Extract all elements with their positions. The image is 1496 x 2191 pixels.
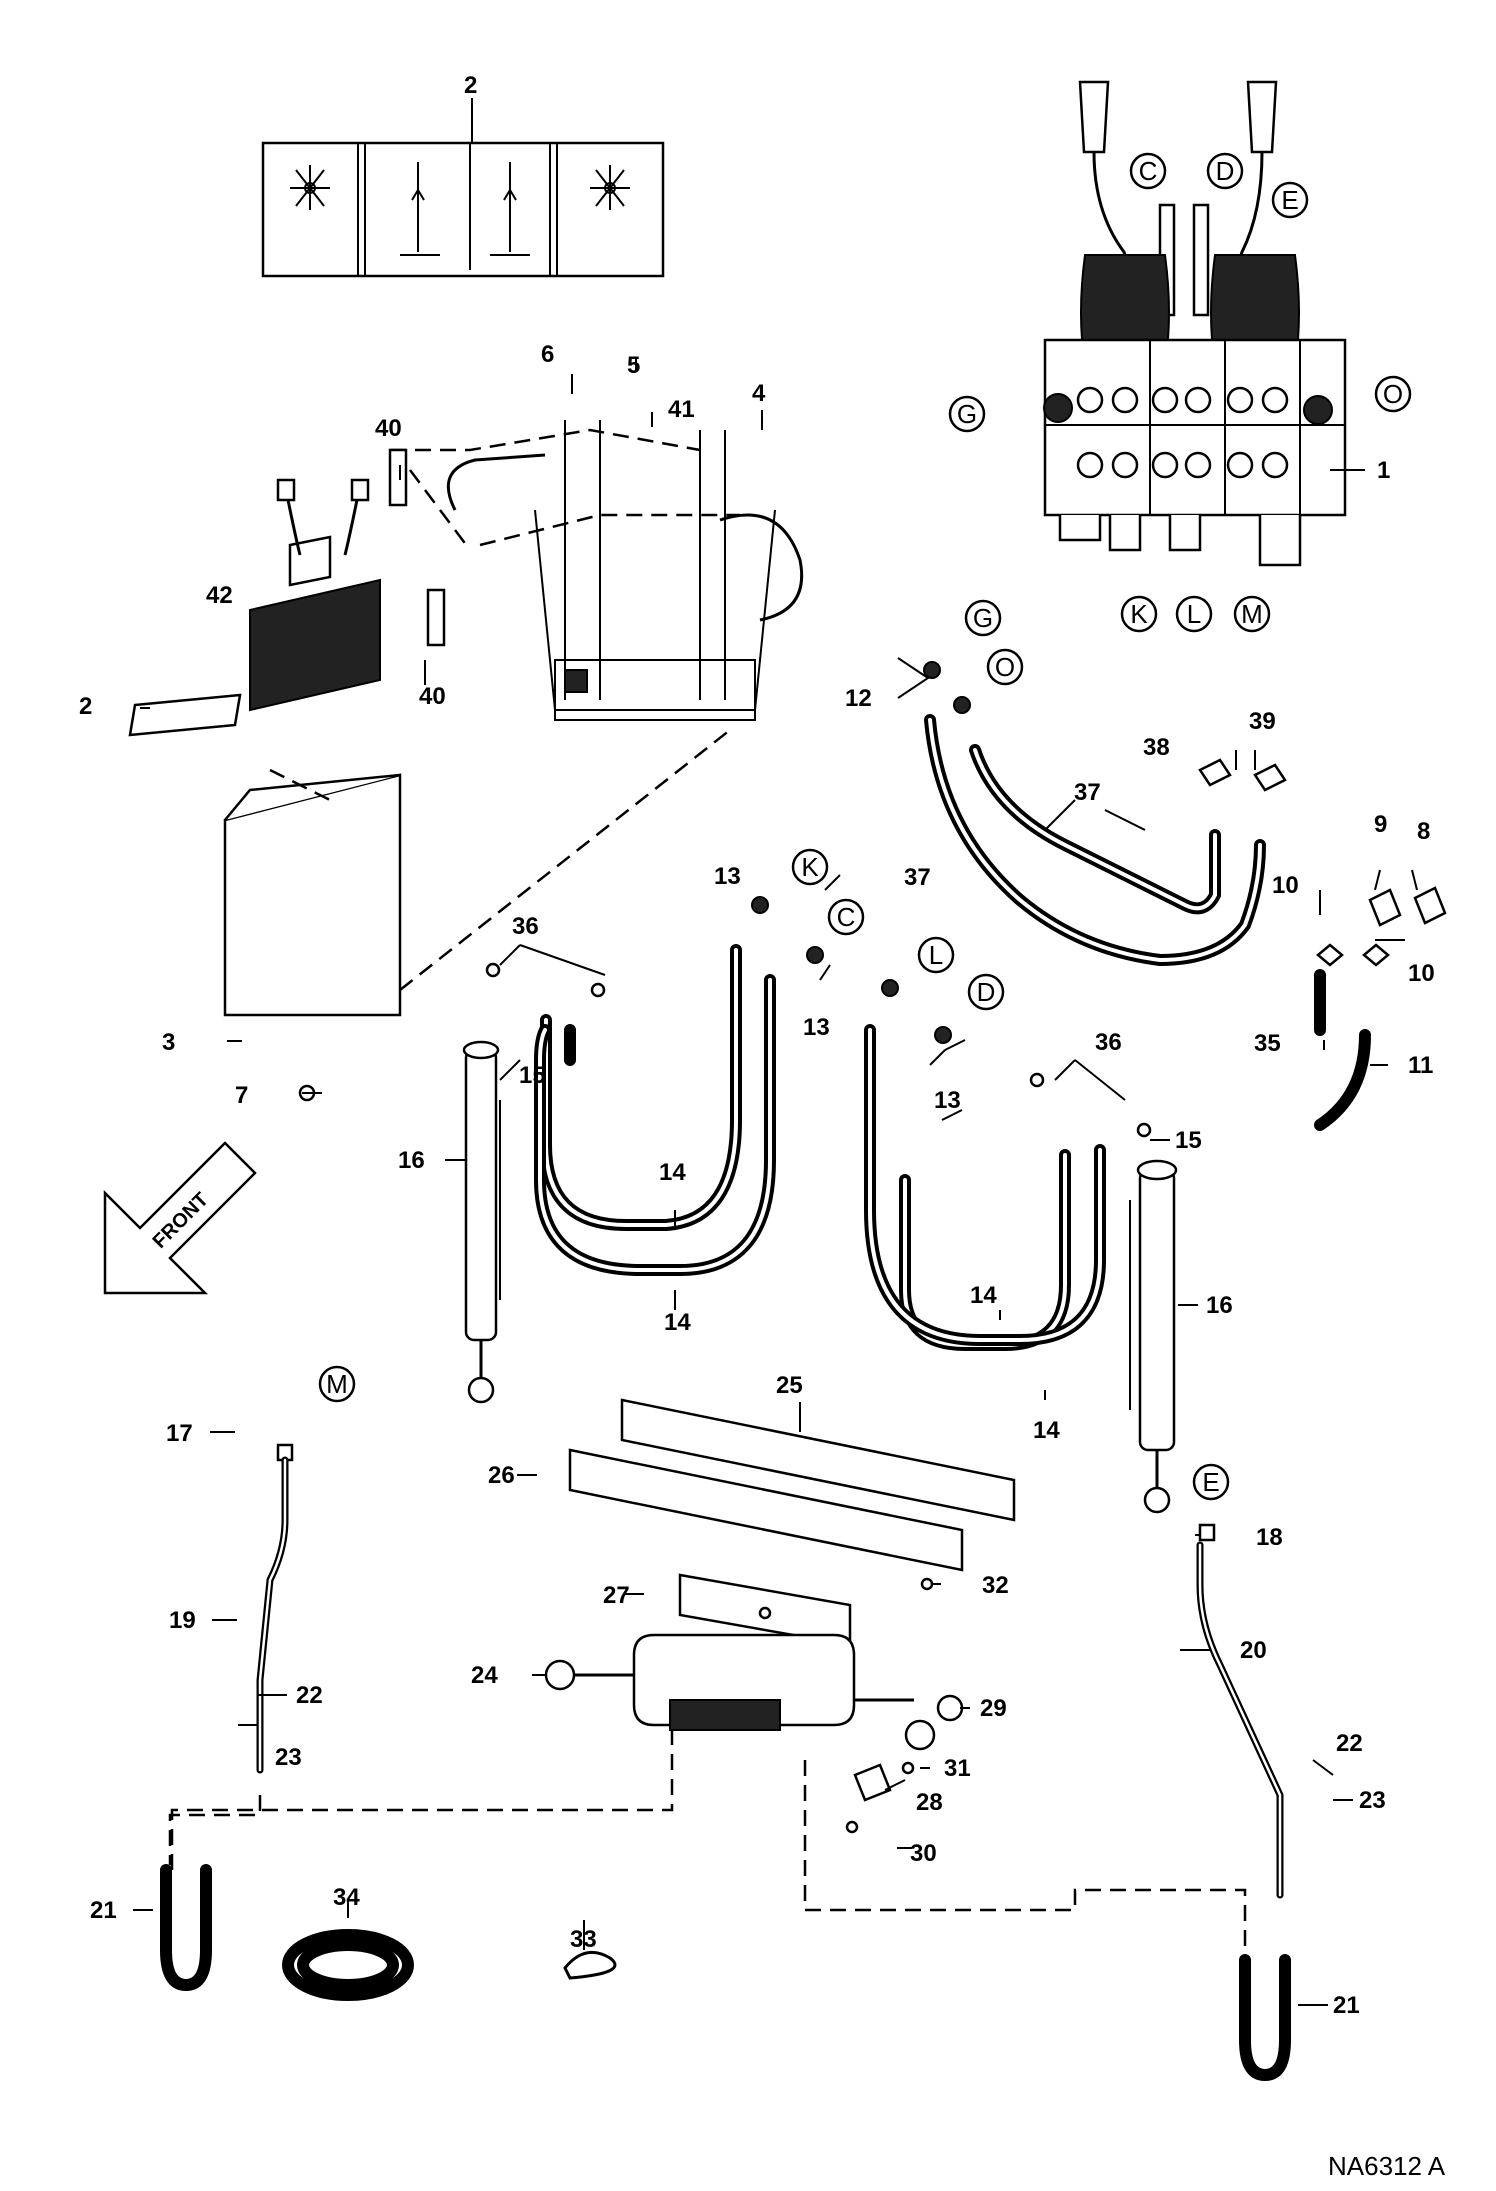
callout-19: 19 — [169, 1607, 196, 1634]
part-callouts: 1 2 2 3 4 5 6 7 8 9 10 10 11 12 13 13 13… — [79, 72, 1435, 2019]
port-o-hose: O — [995, 652, 1015, 682]
callout-38: 38 — [1143, 734, 1170, 761]
callout-27: 27 — [603, 1582, 630, 1609]
port-d-hose: D — [977, 977, 996, 1007]
callout-15-a: 15 — [519, 1062, 546, 1089]
callout-5: 5 — [627, 352, 640, 379]
callout-37-b: 37 — [1074, 779, 1101, 806]
callout-15-b: 15 — [1175, 1127, 1202, 1154]
port-l-valve: L — [1187, 599, 1201, 629]
callout-22-a: 22 — [296, 1682, 323, 1709]
port-g-hose: G — [973, 603, 993, 633]
callout-14-a: 14 — [659, 1159, 686, 1186]
port-l-hose: L — [929, 940, 943, 970]
callout-22-b: 22 — [1336, 1730, 1363, 1757]
port-callouts: C D E G O K L M G O K C L D M E — [326, 156, 1403, 1497]
callout-2-lower: 2 — [79, 693, 92, 720]
callout-30: 30 — [910, 1840, 937, 1867]
fittings — [276, 661, 1447, 1542]
port-e-tube: E — [1202, 1467, 1219, 1497]
callout-7: 7 — [235, 1082, 248, 1109]
port-m-valve: M — [1241, 599, 1263, 629]
callout-36-a: 36 — [512, 913, 539, 940]
port-d-valve: D — [1216, 156, 1235, 186]
cylinder-right — [1129, 1159, 1178, 1514]
callout-13-a: 13 — [714, 863, 741, 890]
callout-4: 4 — [752, 380, 766, 407]
leader-lines — [133, 98, 1418, 2006]
callout-13-c: 13 — [934, 1087, 961, 1114]
callout-33: 33 — [570, 1926, 597, 1953]
port-callout-circles — [318, 152, 1412, 1501]
callout-24: 24 — [471, 1662, 498, 1689]
callout-29: 29 — [980, 1695, 1007, 1722]
callout-20: 20 — [1240, 1637, 1267, 1664]
callout-26: 26 — [488, 1462, 515, 1489]
port-k-valve: K — [1130, 599, 1148, 629]
callout-16-a: 16 — [398, 1147, 425, 1174]
callout-14-b: 14 — [664, 1309, 691, 1336]
callout-42: 42 — [206, 582, 233, 609]
callout-10-a: 10 — [1272, 872, 1299, 899]
callout-28: 28 — [916, 1789, 943, 1816]
callout-40-a: 40 — [375, 415, 402, 442]
callout-37-a: 37 — [904, 864, 931, 891]
callout-10-b: 10 — [1408, 960, 1435, 987]
callout-14-c: 14 — [970, 1282, 997, 1309]
steering-cylinder — [544, 1577, 964, 1834]
plates — [568, 1398, 1016, 1647]
callout-13-b: 13 — [803, 1014, 830, 1041]
callout-14-d: 14 — [1033, 1417, 1060, 1444]
callout-16-b: 16 — [1206, 1292, 1233, 1319]
callout-6: 6 — [541, 341, 554, 368]
port-o-valve: O — [1383, 379, 1403, 409]
callout-2-top: 2 — [464, 72, 477, 99]
callout-9: 9 — [1374, 811, 1387, 838]
hose-set — [534, 714, 1371, 1351]
callout-40-b: 40 — [419, 683, 446, 710]
callout-21-a: 21 — [90, 1897, 117, 1924]
callout-18: 18 — [1256, 1524, 1283, 1551]
port-g-valve: G — [957, 399, 977, 429]
callout-35: 35 — [1254, 1030, 1281, 1057]
port-e-valve: E — [1281, 185, 1298, 215]
callout-1: 1 — [1377, 457, 1390, 484]
callout-36-b: 36 — [1095, 1029, 1122, 1056]
port-c-valve: C — [1139, 156, 1158, 186]
decal-sheet — [261, 141, 665, 278]
callout-3: 3 — [162, 1029, 175, 1056]
control-valve-assembly — [1043, 80, 1347, 567]
front-arrow: FRONT — [103, 1141, 257, 1295]
callout-21-b: 21 — [1333, 1992, 1360, 2019]
port-m-tube: M — [326, 1369, 348, 1399]
callout-8: 8 — [1417, 818, 1430, 845]
tube-lines — [160, 1456, 1291, 2082]
callout-11: 11 — [1408, 1052, 1433, 1079]
callout-41: 41 — [668, 396, 695, 423]
callout-23-a: 23 — [275, 1744, 302, 1771]
callout-39: 39 — [1249, 708, 1276, 735]
hose-sleeve — [282, 1929, 414, 2001]
cylinder-left — [462, 1040, 501, 1404]
cable-tie — [563, 1950, 617, 1980]
callout-12: 12 — [845, 685, 872, 712]
diagram-code: NA6312 A — [1328, 2151, 1446, 2181]
callout-17: 17 — [166, 1420, 193, 1447]
callout-25: 25 — [776, 1372, 803, 1399]
port-c-hose: C — [837, 902, 856, 932]
callout-34: 34 — [333, 1884, 360, 1911]
mount-frame — [128, 420, 804, 1102]
port-k-hose: K — [801, 852, 819, 882]
callout-31: 31 — [944, 1755, 971, 1782]
callout-32: 32 — [982, 1572, 1009, 1599]
callout-23-b: 23 — [1359, 1787, 1386, 1814]
